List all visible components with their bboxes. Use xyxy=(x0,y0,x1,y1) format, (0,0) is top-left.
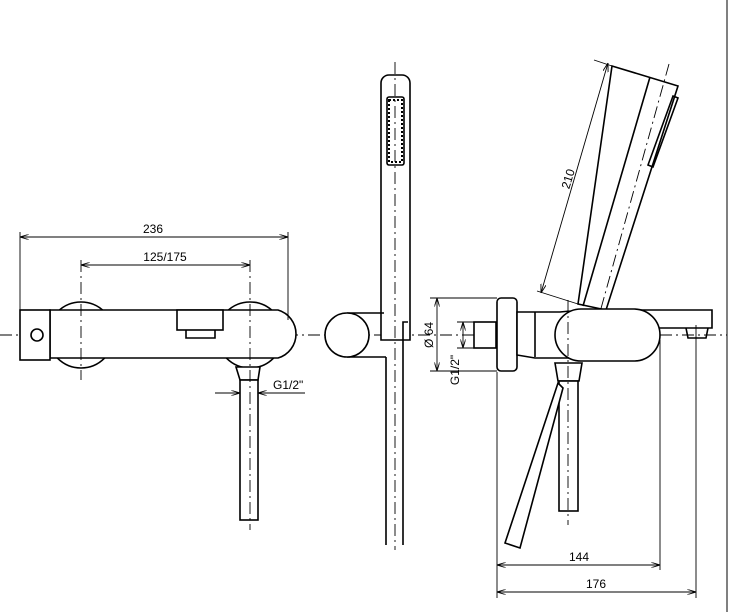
handshower xyxy=(380,74,411,341)
right-view: 210 Ø 64 G1/2" 144 176 xyxy=(422,59,713,598)
dim-overall-width: 236 xyxy=(143,222,163,236)
angled-spray-face xyxy=(646,94,680,169)
dim-flange-diameter: Ø 64 xyxy=(422,322,436,348)
outlet-pipe xyxy=(239,379,259,521)
front-view: 236 125/175 G1/2" xyxy=(19,222,305,530)
dim-handshower-length: 210 xyxy=(559,167,578,191)
diverter-button xyxy=(185,330,216,339)
inlet-nipple xyxy=(473,321,497,349)
dim-inlet-thread-front: G1/2" xyxy=(273,378,303,392)
shower-holder xyxy=(347,312,408,358)
outlet-nut xyxy=(234,366,261,381)
thermostatic-knob xyxy=(19,309,51,361)
side-outlet-pipe xyxy=(558,380,579,512)
dim-center-distance: 125/175 xyxy=(143,250,187,264)
holder-wall-mount xyxy=(324,312,370,358)
dim-projection-total: 176 xyxy=(586,577,606,591)
ext-line xyxy=(536,290,579,305)
dim-line-210 xyxy=(541,63,608,293)
dim-projection-body: 144 xyxy=(569,550,589,564)
shower-hose xyxy=(385,357,404,545)
knob-marker-icon xyxy=(30,328,44,342)
diverter-housing xyxy=(176,309,224,331)
angled-hose xyxy=(503,381,564,550)
spray-nozzles xyxy=(388,99,403,163)
oval-mixer-body xyxy=(554,308,661,362)
spray-face xyxy=(386,96,405,166)
mixer-body xyxy=(49,309,297,359)
side-view xyxy=(324,62,411,550)
dim-inlet-thread-side: G1/2" xyxy=(448,355,462,385)
ext-line xyxy=(593,59,613,67)
spout-aerator xyxy=(685,327,709,339)
wall-flange xyxy=(496,297,518,372)
side-outlet-nut xyxy=(554,362,583,382)
